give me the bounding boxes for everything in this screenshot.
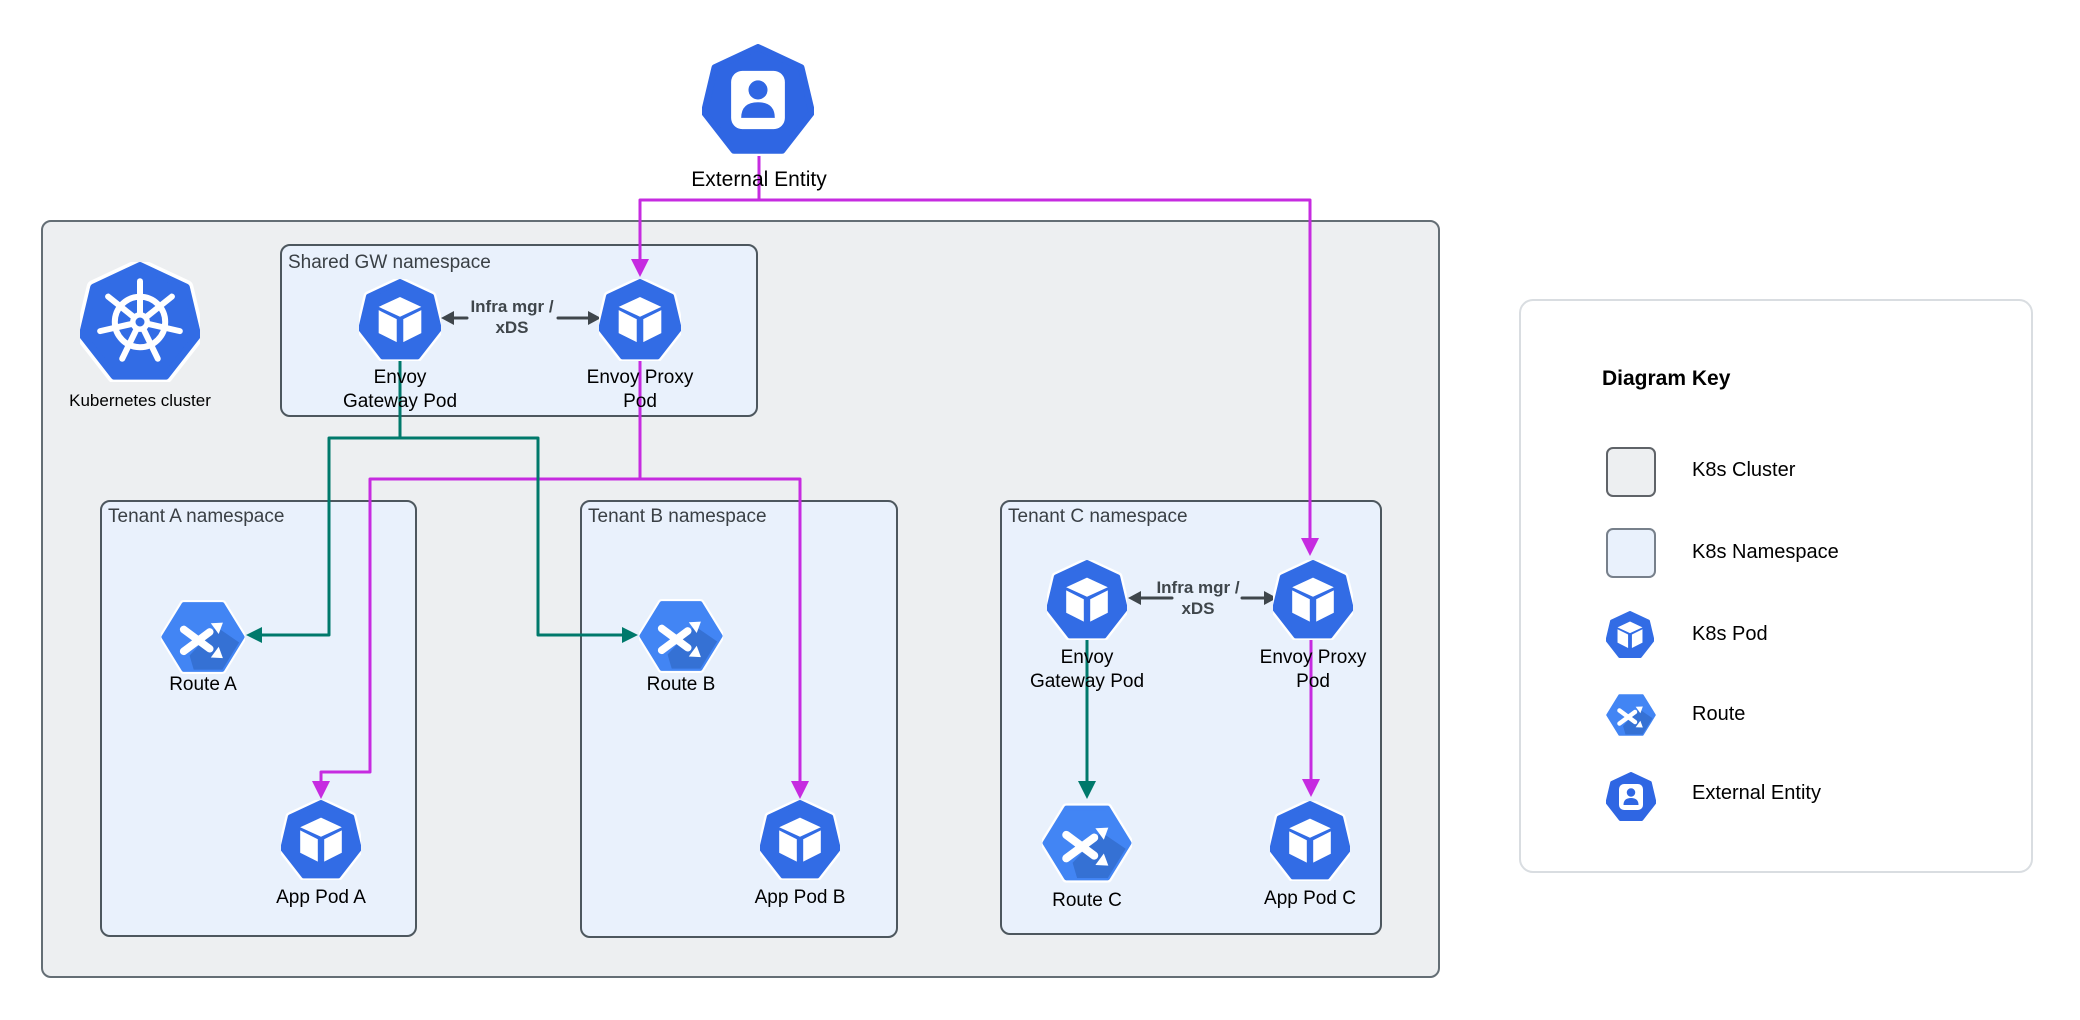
arrowhead bbox=[441, 311, 454, 325]
external-entity-icon bbox=[702, 44, 814, 156]
key-cluster-swatch bbox=[1606, 447, 1656, 497]
tenant-c-envoy-gateway-pod-label: Envoy Gateway Pod bbox=[977, 646, 1197, 694]
edge-shared-proxy-to-app-pod-a bbox=[319, 356, 642, 784]
tenant-b-namespace-box bbox=[580, 500, 898, 938]
label-line: Pod bbox=[623, 391, 657, 412]
arrowhead bbox=[622, 627, 638, 643]
arrowheads bbox=[246, 259, 1320, 799]
route-icon bbox=[161, 600, 245, 674]
key-namespace-label: K8s Namespace bbox=[1692, 541, 1839, 563]
arrowhead bbox=[588, 311, 601, 325]
tenant-c-envoy-proxy-pod[interactable] bbox=[1273, 560, 1353, 640]
edge-shared-gateway-to-route-a bbox=[257, 356, 402, 637]
key-cluster-label: K8s Cluster bbox=[1692, 459, 1796, 481]
shared-envoy-proxy-pod-label: Envoy Proxy Pod bbox=[530, 366, 750, 414]
arrowhead bbox=[1302, 779, 1320, 797]
app-pod-c-label: App Pod C bbox=[1264, 888, 1356, 909]
key-external-entity-icon bbox=[1606, 772, 1656, 822]
key-pod-icon bbox=[1606, 611, 1654, 659]
route-icon bbox=[1042, 803, 1132, 883]
shared-envoy-gateway-pod-label: Envoy Gateway Pod bbox=[290, 366, 510, 414]
arrowhead bbox=[631, 259, 649, 277]
label-line: Gateway Pod bbox=[342, 391, 458, 412]
app-pod-c-node[interactable] bbox=[1270, 801, 1350, 881]
tenant-a-namespace-box bbox=[100, 500, 417, 937]
pod-icon bbox=[1273, 560, 1353, 640]
route-b-label: Route B bbox=[646, 674, 716, 695]
kubernetes-cluster-label: Kubernetes cluster bbox=[69, 391, 211, 410]
external-entity-icon bbox=[1606, 772, 1656, 822]
pod-icon bbox=[1270, 801, 1350, 881]
label-line: Pod bbox=[1296, 671, 1330, 692]
xds-control-edges bbox=[451, 316, 1267, 600]
arrowhead bbox=[1301, 538, 1319, 556]
arrowhead bbox=[1078, 781, 1096, 799]
route-icon bbox=[1606, 693, 1656, 737]
shared-envoy-proxy-pod[interactable] bbox=[599, 279, 681, 361]
key-route-icon bbox=[1606, 693, 1656, 737]
shared-xds-label: Infra mgr / xDS bbox=[432, 296, 592, 338]
tenant-c-xds-label: Infra mgr / xDS bbox=[1118, 577, 1278, 619]
arrowhead bbox=[246, 627, 262, 643]
kubernetes-cluster-logo[interactable] bbox=[80, 262, 200, 382]
label-line: Envoy Proxy bbox=[1259, 647, 1367, 668]
route-b-node[interactable] bbox=[639, 599, 723, 673]
route-icon bbox=[639, 599, 723, 673]
arrowhead bbox=[1128, 591, 1141, 605]
edge-shared-gateway-to-route-b bbox=[398, 436, 627, 637]
route-a-node[interactable] bbox=[161, 600, 245, 674]
pod-icon bbox=[1047, 560, 1127, 640]
tenant-b-namespace-title: Tenant B namespace bbox=[588, 506, 767, 527]
edge-external-to-shared-proxy bbox=[638, 153, 761, 262]
magenta-traffic-edges bbox=[319, 153, 1313, 784]
edge-shared-proxy-to-app-pod-b bbox=[638, 477, 802, 784]
edge-external-to-tenant-c-proxy bbox=[757, 198, 1312, 541]
label-line: xDS bbox=[1181, 599, 1215, 618]
pod-icon bbox=[599, 279, 681, 361]
app-pod-a-label: App Pod A bbox=[276, 887, 366, 908]
app-pod-b-node[interactable] bbox=[760, 800, 840, 880]
pod-icon bbox=[281, 800, 361, 880]
app-pod-a-node[interactable] bbox=[281, 800, 361, 880]
tenant-c-envoy-proxy-pod-label: Envoy Proxy Pod bbox=[1203, 646, 1423, 694]
tenant-c-namespace-title: Tenant C namespace bbox=[1008, 506, 1188, 527]
key-external-entity-label: External Entity bbox=[1692, 782, 1821, 804]
shared-gw-namespace-title: Shared GW namespace bbox=[288, 252, 491, 273]
label-line: Envoy Proxy bbox=[586, 367, 694, 388]
route-c-node[interactable] bbox=[1042, 803, 1132, 883]
label-line: Infra mgr / bbox=[470, 297, 554, 316]
diagram-key-panel bbox=[1519, 299, 2033, 873]
arrowhead bbox=[1264, 591, 1277, 605]
tenant-c-envoy-gateway-pod[interactable] bbox=[1047, 560, 1127, 640]
pod-icon bbox=[760, 800, 840, 880]
app-pod-b-label: App Pod B bbox=[754, 887, 846, 908]
external-entity-label: External Entity bbox=[691, 168, 827, 191]
label-line: Envoy bbox=[1060, 647, 1114, 668]
tenant-a-namespace-title: Tenant A namespace bbox=[108, 506, 285, 527]
pod-icon bbox=[1606, 611, 1654, 659]
diagram-key-title: Diagram Key bbox=[1602, 367, 1731, 390]
kubernetes-icon bbox=[80, 262, 200, 382]
arrowhead bbox=[791, 781, 809, 799]
key-route-label: Route bbox=[1692, 703, 1746, 725]
shared-envoy-gateway-pod[interactable] bbox=[359, 279, 441, 361]
route-c-label: Route C bbox=[1052, 890, 1122, 911]
label-line: xDS bbox=[495, 318, 529, 337]
label-line: Envoy bbox=[373, 367, 427, 388]
arrowhead bbox=[312, 781, 330, 799]
pod-icon bbox=[359, 279, 441, 361]
green-route-edges bbox=[257, 356, 1089, 784]
route-a-label: Route A bbox=[169, 674, 237, 695]
key-namespace-swatch bbox=[1606, 528, 1656, 578]
external-entity-node[interactable] bbox=[702, 44, 814, 156]
key-pod-label: K8s Pod bbox=[1692, 623, 1768, 645]
label-line: Infra mgr / bbox=[1156, 578, 1240, 597]
label-line: Gateway Pod bbox=[1029, 671, 1145, 692]
